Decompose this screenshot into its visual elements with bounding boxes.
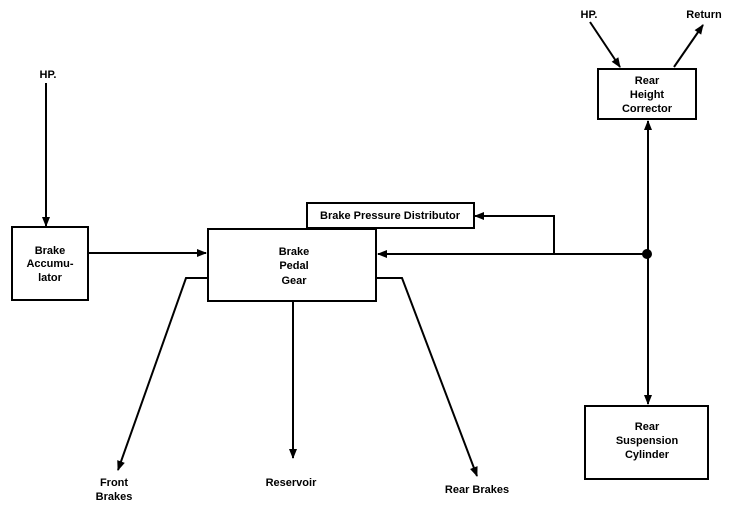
rear-suspension-cylinder-box: Rear Suspension Cylinder [584, 405, 709, 480]
brake-pedal-gear-line-3: Gear [281, 275, 307, 287]
front-brakes-line-1: Front [100, 477, 128, 489]
rear-height-corrector-line-2: Height [630, 89, 665, 101]
brake-pedal-gear-line-2: Pedal [279, 260, 308, 272]
pedal-gear-to-rear-brakes-arrow [376, 277, 478, 477]
rear-height-corrector-line-1: Rear [635, 75, 660, 87]
rear-suspension-cylinder-line-1: Rear [635, 421, 660, 433]
brake-accumulator-line-1: Brake [35, 245, 66, 257]
junction-to-distributor-arrow [474, 212, 555, 254]
hp-top-label: HP. [581, 9, 598, 21]
brake-pedal-gear-line-1: Brake [279, 246, 310, 258]
brake-accumulator-line-2: Accumu- [26, 258, 73, 270]
reservoir-label: Reservoir [266, 477, 317, 489]
brake-pressure-distributor-box: Brake Pressure Distributor [306, 202, 475, 229]
front-brakes-line-2: Brakes [96, 491, 133, 503]
rear-suspension-cylinder-line-3: Cylinder [625, 449, 670, 461]
pedal-gear-to-front-brakes-arrow [117, 277, 208, 471]
rear-brakes-label: Rear Brakes [445, 484, 509, 496]
brake-pressure-distributor-label: Brake Pressure Distributor [320, 210, 461, 222]
return-label: Return [686, 9, 722, 21]
brake-accumulator-line-3: lator [38, 272, 63, 284]
rear-height-corrector-box: Rear Height Corrector [597, 68, 697, 120]
brake-pedal-gear-box: Brake Pedal Gear [207, 228, 377, 302]
brake-accumulator-box: Brake Accumu- lator [11, 226, 89, 301]
rear-height-corrector-line-3: Corrector [622, 103, 673, 115]
height-corrector-to-return-arrow [673, 24, 704, 68]
hp-left-label: HP. [40, 69, 57, 81]
hp-to-height-corrector-arrow [589, 21, 621, 68]
rear-suspension-cylinder-line-2: Suspension [616, 435, 679, 447]
junction-node [642, 249, 652, 259]
